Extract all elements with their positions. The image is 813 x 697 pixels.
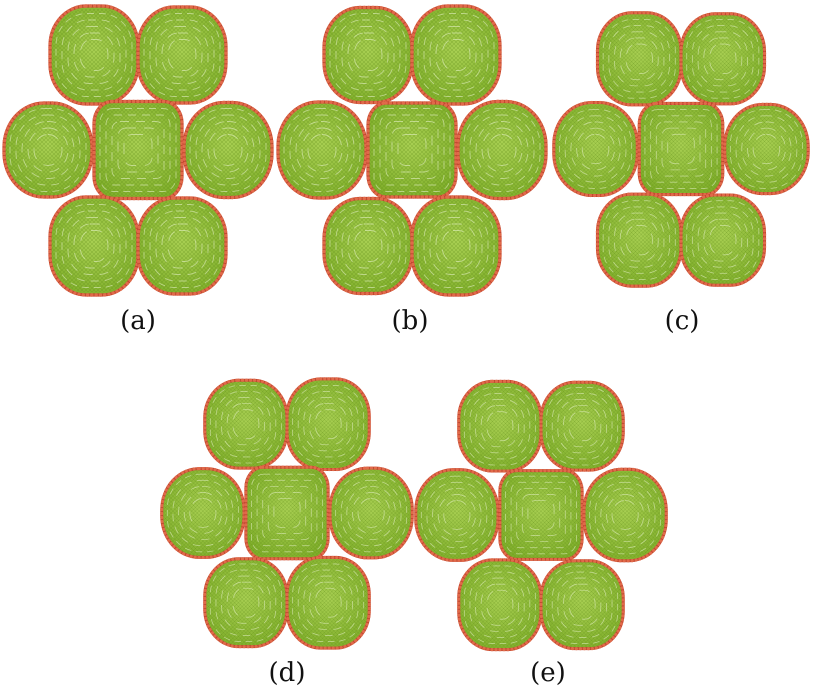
- cell-bottom-right: [679, 193, 767, 287]
- cell-top-left: [48, 4, 140, 106]
- caption-e: (e): [530, 658, 566, 688]
- cell-bottom-right: [285, 555, 371, 650]
- cell-top-left: [203, 378, 289, 470]
- cell-bottom-right: [410, 195, 502, 297]
- cell-top-left: [595, 11, 683, 107]
- panel-d-cells: [160, 377, 414, 650]
- cell-bottom-left: [595, 192, 683, 288]
- cell-middle-right: [723, 102, 810, 196]
- cell-middle-left: [160, 467, 246, 559]
- cell-top-right: [410, 4, 502, 106]
- cell-bottom-left: [322, 196, 414, 296]
- cell-bottom-left: [203, 557, 289, 649]
- cell-top-left: [457, 379, 543, 473]
- panel-e-cells: [414, 379, 668, 652]
- caption-a: (a): [120, 306, 156, 336]
- caption-b: (b): [391, 306, 429, 336]
- panel-e: [412, 372, 670, 658]
- panel-b-cells: [276, 4, 548, 297]
- cell-middle-right: [328, 466, 414, 560]
- cell-middle-left: [276, 100, 368, 200]
- cell-bottom-right: [539, 559, 625, 651]
- caption-c: (c): [664, 306, 700, 336]
- cell-bottom-left: [457, 558, 543, 652]
- cell-middle-center: [637, 101, 725, 197]
- cell-bottom-right: [136, 196, 228, 296]
- cell-middle-center: [244, 465, 330, 561]
- cell-top-left: [322, 5, 414, 105]
- cell-middle-left: [414, 468, 500, 562]
- cell-bottom-left: [48, 195, 140, 297]
- cell-middle-right: [582, 467, 668, 563]
- cell-middle-left: [552, 100, 639, 198]
- cell-top-right: [679, 12, 767, 106]
- caption-d: (d): [268, 658, 306, 688]
- cell-middle-right: [182, 100, 274, 200]
- cell-top-right: [285, 377, 371, 472]
- cell-middle-center: [366, 101, 458, 199]
- cell-middle-center: [92, 99, 184, 201]
- cell-top-right: [136, 5, 228, 105]
- panel-a-cells: [2, 4, 274, 297]
- panel-d: [158, 370, 416, 656]
- cell-middle-right: [456, 99, 548, 201]
- cell-middle-center: [498, 469, 584, 561]
- cell-middle-left: [2, 101, 94, 199]
- panel-b: [274, 0, 550, 300]
- panel-c-cells: [552, 11, 810, 288]
- panel-c: [550, 4, 812, 294]
- panel-a: [0, 0, 276, 300]
- cell-top-right: [539, 380, 625, 472]
